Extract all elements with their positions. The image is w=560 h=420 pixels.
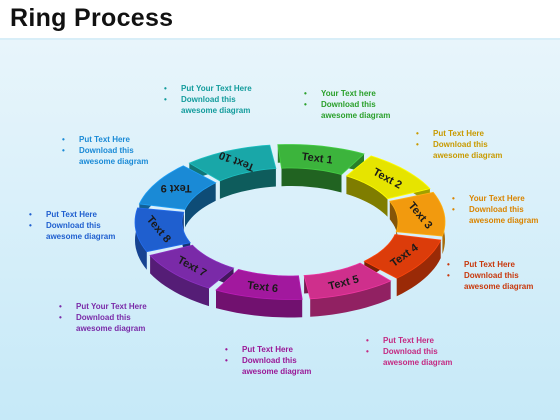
ring-segment-side [216,290,303,318]
note-10-line-1: Put Your Text Here [164,83,252,94]
note-10: Put Your Text Here Download this awesome… [164,83,252,116]
note-6-line-1: Put Text Here [225,344,311,355]
ring-segment-top [134,207,191,253]
note-4-line-3: awesome diagram [464,282,534,291]
note-3-line-1: Your Text Here [452,193,538,204]
ring-segment-label: Text 9 [161,182,192,194]
note-6: Put Text Here Download this awesome diag… [225,344,311,377]
ring-segment-7: Text 7 [149,244,235,307]
note-3: Your Text Here Download this awesome dia… [452,193,538,226]
ring-segment-top [138,165,217,210]
note-9-line-2: Download this [62,145,148,156]
ring-segment-side [135,207,147,270]
note-8-line-1: Put Text Here [29,209,115,220]
ring-segment-2: Text 2 [345,155,431,217]
note-2-line-1: Put Text Here [416,128,502,139]
ring-segment-10: Text 10 [188,144,277,199]
ring-segment-side [396,240,441,297]
note-7-line-2: Download this [59,312,147,323]
note-2: Put Text Here Download this awesome diag… [416,128,502,161]
note-7-line-1: Put Your Text Here [59,301,147,312]
note-8: Put Text Here Download this awesome diag… [29,209,115,242]
ring-segment-5: Text 5 [303,262,392,317]
note-3-line-3: awesome diagram [469,216,539,225]
ring-segment-4: Text 4 [363,234,442,297]
note-6-line-3: awesome diagram [242,367,312,376]
ring-segment-top [149,244,235,289]
note-4: Put Text Here Download this awesome diag… [447,259,533,292]
ring-segment-inner-wall [281,168,342,193]
note-9: Put Text Here Download this awesome diag… [62,134,148,167]
note-4-line-1: Put Text Here [447,259,533,270]
ring-segment-3: Text 3 [389,191,446,255]
note-1: Your Text here Download this awesome dia… [304,88,390,121]
note-2-line-2: Download this [416,139,502,150]
ring-segment-9: Text 9 [138,165,217,228]
ring-segment-top [363,234,442,279]
ring-segment-top [389,191,446,237]
ring-segment-inner-wall [185,182,216,228]
ring-segment-top [215,269,303,300]
ring-segment-top [345,155,431,200]
ring-segment-1: Text 1 [277,144,365,193]
note-5-line-2: Download this [366,346,452,357]
note-1-line-1: Your Text here [304,88,390,99]
note-5: Put Text Here Download this awesome diag… [366,335,452,368]
note-1-line-2: Download this [304,99,390,110]
note-6-line-2: Download this [225,355,311,366]
ring-segment-label: Text 6 [246,279,278,295]
note-10-line-3: awesome diagram [181,106,251,115]
note-9-line-3: awesome diagram [79,157,149,166]
note-2-line-3: awesome diagram [433,151,503,160]
note-4-line-2: Download this [447,270,533,281]
title-divider [0,38,560,40]
page-title: Ring Process [10,4,174,32]
note-1-line-3: awesome diagram [321,111,391,120]
ring-segment-6: Text 6 [215,269,303,318]
note-8-line-3: awesome diagram [46,232,116,241]
note-7: Put Your Text Here Download this awesome… [59,301,147,334]
ring-segment-top [277,144,365,175]
ring-segment-inner-wall [389,201,398,250]
note-10-line-2: Download this [164,94,252,105]
note-5-line-1: Put Text Here [366,335,452,346]
note-8-line-2: Download this [29,220,115,231]
ring-segment-side [310,280,391,317]
note-7-line-3: awesome diagram [76,324,146,333]
note-9-line-1: Put Text Here [62,134,148,145]
ring-segment-label: Text 1 [301,151,333,167]
ring-segment-top [188,144,277,182]
note-5-line-3: awesome diagram [383,358,453,367]
ring-segment-inner-wall [346,176,388,217]
note-3-line-2: Download this [452,204,538,215]
ring-segment-top [303,262,392,300]
